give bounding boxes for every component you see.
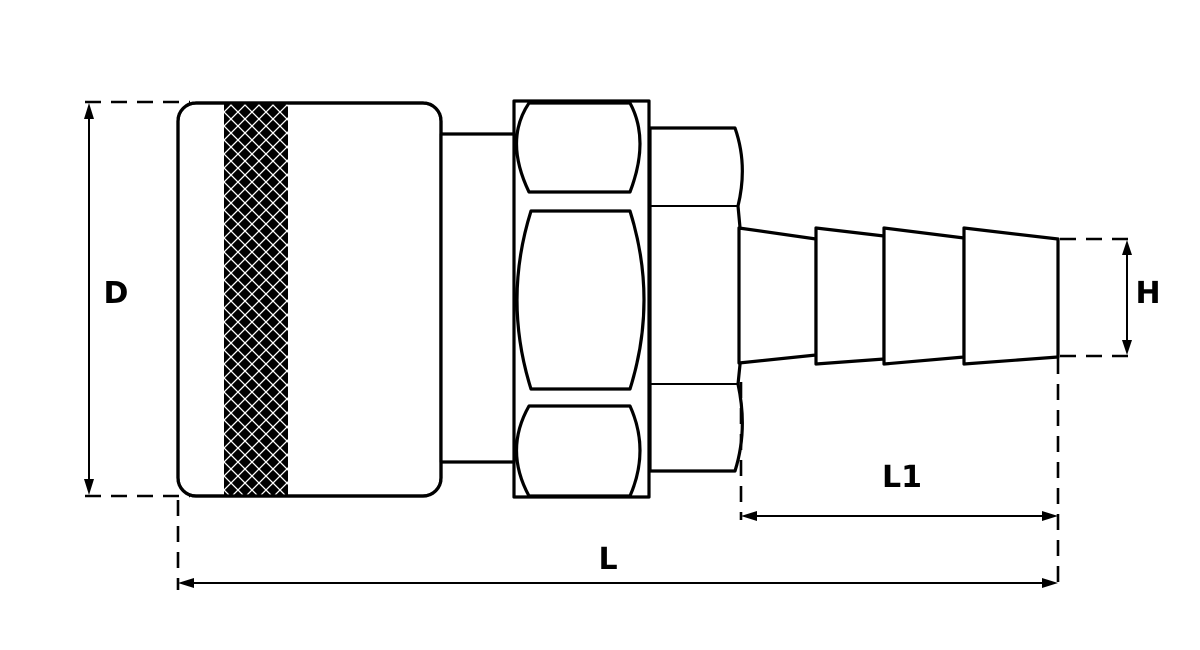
- dimension-l: L: [178, 542, 1058, 588]
- coupler-neck: [439, 132, 517, 464]
- hex-nut: [512, 99, 651, 499]
- dimension-d-label: D: [104, 276, 129, 311]
- tail-hex-base: [648, 126, 745, 473]
- extension-lines: [85, 100, 1130, 590]
- hex-flat-bottom: [514, 404, 642, 498]
- dimension-l1-label: L1: [882, 460, 922, 495]
- knurled-grip-band: [224, 103, 288, 496]
- dimension-l1: L1: [741, 460, 1058, 521]
- coupler-sleeve: [176, 101, 443, 498]
- dimension-h: H: [1122, 240, 1161, 355]
- hex-flat-middle: [515, 209, 646, 391]
- dimension-l-label: L: [598, 542, 617, 577]
- hex-flat-top: [514, 101, 642, 194]
- dimension-d: D: [84, 103, 128, 495]
- dimension-h-label: H: [1135, 276, 1160, 311]
- barbed-hose-tail: [737, 226, 1060, 366]
